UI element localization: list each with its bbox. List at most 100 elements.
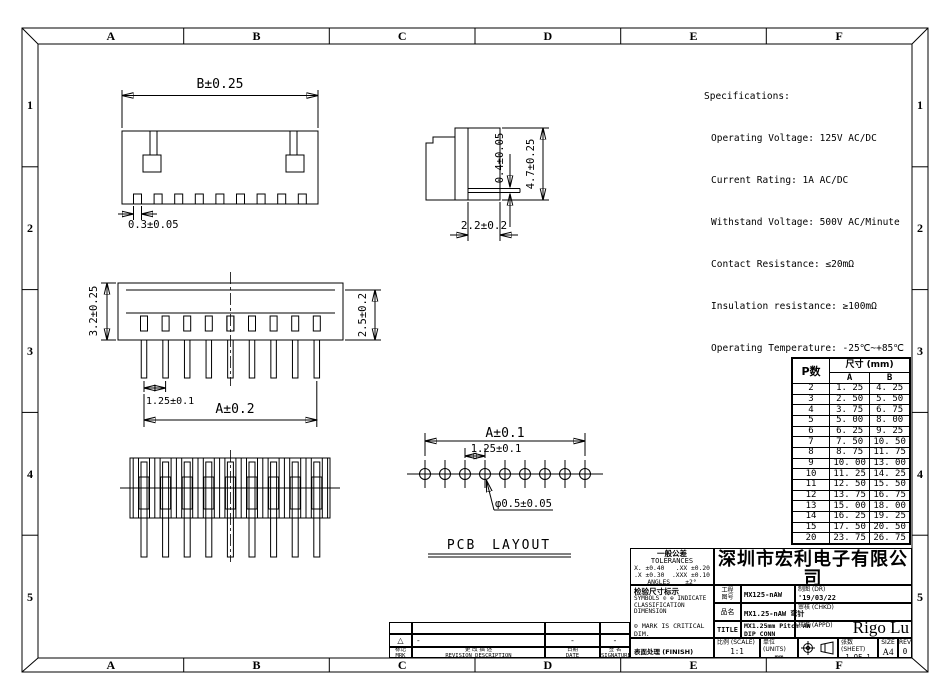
dr-label: 制图 (DR) [798,586,826,593]
dim-housing-height: 4.7±0.25 [525,139,537,190]
dr-date: '19/03/22 [798,593,836,602]
dim-overall-width: B±0.25 [197,77,244,92]
units-cell: 单位 (UNITS) mm [760,638,798,658]
appd-label: 核准 (APPD) [798,622,833,629]
third-angle-projection-icon [801,641,834,655]
revision-header-desc-cn: 更 改 描 述 [464,647,493,653]
inspection-line: CLASSIFICATION DIMENSION [634,601,685,615]
appd-signature: Rigo Lu [852,618,909,637]
inspection-line: SYMBOLS ⊙ ⊕ INDICATE [634,595,707,602]
company-name-cn: 深圳市宏利电子有限公司 [718,549,908,585]
zone-col-a: A [106,29,115,43]
inspection-cell: 检验尺寸标示 SYMBOLS ⊙ ⊕ INDICATE CLASSIFICATI… [630,585,714,638]
revision-header-date-cn: 日期 [566,647,578,653]
revision-header-sign-en: SIGNATURE [601,652,630,658]
units-label: 单位 (UNITS) [763,639,786,653]
svg-text:3: 3 [917,344,923,358]
title-value: MX1.25mm Pitch AW DIP CONN [744,622,811,638]
spec-line: Current Rating: 1A AC/DC [711,175,849,186]
zone-col-f: F [836,29,843,43]
sheet-label: 张数 (SHEET) [841,639,866,653]
size-table-header-size: 尺寸 (mm) [829,357,911,373]
svg-text:5: 5 [917,590,923,604]
svg-text:E: E [689,658,697,672]
zone-col-b: B [252,29,260,43]
part-name-value: MX1.25-nAW 弯针 [744,610,805,618]
revision-header-mark-en: MRK [395,652,406,658]
dim-span-a: A±0.2 [215,402,254,417]
rev-label: REV [899,639,912,646]
scale-value: 1:1 [730,646,744,656]
pin-slots [140,315,321,332]
revision-mark: △ [389,634,412,647]
zone-labels: A B C D E F A B C D E F 1 2 3 4 5 1 2 3 … [27,29,923,672]
units-value: mm [774,653,784,658]
size-table-header-p: P数 [791,357,830,384]
rev-cell: REV 0 [898,638,912,658]
spec-line: Withstand Voltage: 500V AC/Minute [711,217,900,228]
svg-text:D: D [543,658,552,672]
dim-depth: 2.2±0.2 [461,219,507,232]
pcb-layout-view: A±0.1 1.25±0.1 φ0.5±0.05 PCB LAYOUT [407,426,603,558]
scale-label: 比例 (SCALE) [717,639,755,646]
zone-row-4: 4 [27,467,33,481]
dim-contact-width: 0.3±0.05 [128,219,179,231]
tolerance-line: ANGLES ±2° [647,579,697,585]
zone-col-e: E [689,29,697,43]
size-value: A4 [882,646,894,657]
tolerance-title-cn: 一般公差 [657,549,687,558]
revision-desc: - [412,634,545,647]
size-cell: SIZE A4 [878,638,898,658]
revision-header-mark-cn: 标记 [394,647,406,653]
tolerance-cell: 一般公差 TOLERANCES X. ±0.40 .XX ±0.20 .X ±0… [630,548,714,585]
revision-date: - [545,634,600,647]
revision-strip: △ - - - 标记 MRK 更 改 描 述 REVISION DESCRIPT… [389,622,630,658]
side-view: 0.4±0.05 4.7±0.25 2.2±0.2 [425,127,549,241]
part-name-label: 品名 [720,608,735,616]
drawing-no-label-cell: 工程 图号 [714,585,741,603]
dim-pcb-span: A±0.1 [485,426,524,441]
size-table-col-a: A [828,372,871,384]
svg-text:A: A [106,658,115,672]
company-cell: 深圳市宏利电子有限公司 Shenzhen Holy Electronic Co.… [714,548,912,585]
title-label: TITLE [716,626,739,634]
drawing-no-value: MX125-nAW [744,591,782,599]
front-view-pins: 3.2±0.25 2.5±0.2 1.25±0.1 A±0.2 [88,272,381,427]
spec-line: Operating Voltage: 125V AC/DC [711,133,877,144]
svg-text:2: 2 [917,221,923,235]
scale-cell: 比例 (SCALE) 1:1 [714,638,760,658]
dim-pin-thickness: 0.4±0.05 [494,133,506,184]
revision-header-sign-cn: 签 名 [608,647,622,653]
specs-title: Specifications: [704,91,790,102]
spec-line: Contact Resistance: ≤20mΩ [711,259,854,270]
specs-block: Specifications: Operating Voltage: 125V … [704,62,919,384]
pcb-layout-caption: PCB LAYOUT [447,538,551,553]
svg-text:1: 1 [917,98,923,112]
chkd-cell: 审核 (CHKD) [795,603,912,621]
size-table-col-b: B [869,372,911,384]
tolerance-line: X. ±0.40 .XX ±0.20 [634,565,710,572]
zone-col-d: D [543,29,552,43]
zone-col-c: C [398,29,407,43]
sheet-value: 1 OF 1 [845,653,871,658]
rev-value: 0 [902,646,908,656]
finish-cell: 表面处理 (FINISH) [630,638,714,658]
tolerance-line: .X ±0.30 .XXX ±0.10 [634,572,710,579]
revision-header-date-en: DATE [565,652,580,658]
dim-hole-diameter: φ0.5±0.05 [495,498,552,510]
zone-row-1: 1 [27,98,33,112]
inspection-critical-mark: ⊙ MARK IS CRITICAL DIM. [634,621,705,638]
drawing-no-label: 工程 [721,587,734,594]
bottom-view [120,450,340,562]
